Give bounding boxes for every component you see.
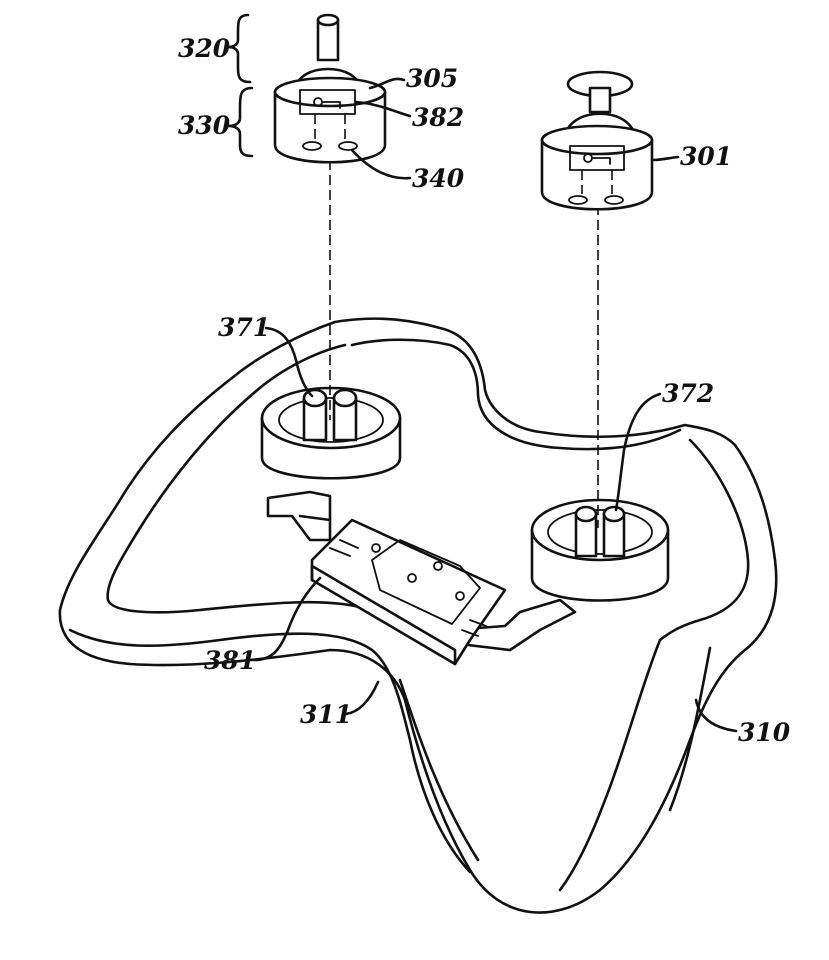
grip-right-outer (668, 646, 712, 812)
connector-hole (302, 141, 322, 151)
board-pad (371, 543, 381, 553)
module-305-top (273, 76, 387, 108)
connector-hole (568, 195, 588, 205)
sensor-382-line (321, 101, 341, 109)
brace-330 (226, 86, 254, 158)
thumbstick-module-301 (540, 70, 654, 211)
leader-381 (252, 576, 322, 662)
label-301: 301 (680, 142, 733, 171)
board-edge (310, 564, 457, 666)
label-382: 382 (412, 103, 465, 132)
sensor (569, 145, 625, 171)
connector-hole-340 (338, 141, 358, 151)
controller-rim-right (350, 338, 682, 451)
connector-hole (604, 195, 624, 205)
socket-371-top (260, 386, 402, 450)
leader-382 (354, 100, 412, 118)
label-381: 381 (204, 646, 257, 675)
leader-372 (614, 392, 662, 512)
board-traces (371, 539, 481, 625)
brace-320 (226, 13, 252, 84)
board-pad (455, 591, 465, 601)
socket-372-pin-left-top (574, 505, 598, 523)
socket-372-top (530, 498, 670, 562)
socket-371-inner (278, 397, 384, 443)
controller-rim-inner (658, 438, 750, 642)
socket-372-inner (547, 509, 653, 555)
label-371: 371 (218, 313, 271, 342)
grip-right-line (558, 638, 662, 892)
board-pad (407, 573, 417, 583)
label-310: 310 (738, 718, 791, 747)
leader-371 (264, 326, 314, 398)
leader-301 (650, 155, 680, 162)
label-311: 311 (300, 700, 353, 729)
socket-371 (260, 386, 402, 480)
socket-372 (530, 498, 670, 602)
thumbstick-module-305 (273, 13, 387, 164)
module-301-top (540, 124, 654, 156)
sensor-line (591, 157, 611, 165)
label-340: 340 (412, 164, 465, 193)
grip-left-outer (398, 678, 480, 862)
stick-tip (316, 13, 340, 27)
socket-372-pin-right-top (602, 505, 626, 523)
grip-left-line (68, 628, 472, 874)
label-372: 372 (662, 379, 715, 408)
controller-rim (106, 343, 372, 614)
leader-305 (368, 77, 406, 90)
leader-310 (694, 698, 738, 733)
board-pad (433, 561, 443, 571)
label-320: 320 (178, 34, 231, 63)
circuit-trace (266, 490, 577, 652)
leader-311 (344, 680, 380, 716)
leader-340 (350, 148, 412, 180)
socket-371-pin-right-top (332, 388, 358, 408)
board-leads (329, 539, 487, 637)
label-305: 305 (406, 64, 459, 93)
stick-shaft (588, 86, 612, 114)
label-330: 330 (178, 111, 231, 140)
circuit-board (310, 518, 507, 666)
